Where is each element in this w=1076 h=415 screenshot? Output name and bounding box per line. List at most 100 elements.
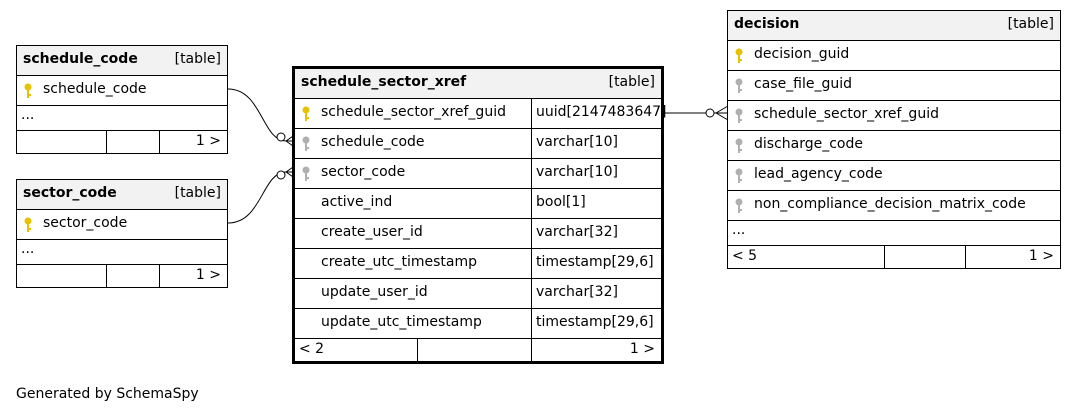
footer-divider xyxy=(159,131,160,153)
link-schedule-code xyxy=(227,88,287,142)
footer-right: 1 > xyxy=(1028,248,1054,264)
table-type-tag: [table] xyxy=(174,51,221,67)
table-footer: < 5 1 > xyxy=(728,246,1060,268)
column-type: bool[1] xyxy=(536,194,586,210)
generated-by-credit: Generated by SchemaSpy xyxy=(16,386,199,402)
column-row: lead_agency_code xyxy=(728,161,1060,191)
footer-right: 1 > xyxy=(195,133,221,149)
ellipsis: ... xyxy=(732,222,746,238)
type-divider xyxy=(531,249,532,278)
table-name: schedule_code xyxy=(23,51,138,67)
column-name: create_utc_timestamp xyxy=(321,254,478,270)
ellipsis: ... xyxy=(21,107,35,123)
column-type: varchar[10] xyxy=(536,134,618,150)
table-schedule-sector-xref[interactable]: schedule_sector_xref [table] schedule_se… xyxy=(292,66,667,364)
table-footer: < 2 1 > xyxy=(295,339,661,361)
column-type: varchar[32] xyxy=(536,224,618,240)
table-type-tag: [table] xyxy=(174,185,221,201)
table-decision[interactable]: decision [table] decision_guid case_file… xyxy=(727,10,1061,269)
table-header: decision [table] xyxy=(728,11,1060,41)
column-row: schedule_sector_xref_guid xyxy=(728,101,1060,131)
column-row: schedule_code varchar[10] xyxy=(295,129,661,159)
footer-left: < 5 xyxy=(732,248,758,264)
footer-left: < 2 xyxy=(299,341,325,357)
column-name: decision_guid xyxy=(754,46,850,62)
foreign-key-icon xyxy=(735,108,743,123)
link-decision-circle xyxy=(705,108,715,118)
column-name: case_file_guid xyxy=(754,76,853,92)
table-name: sector_code xyxy=(23,185,117,201)
footer-divider xyxy=(106,131,107,153)
column-name: sector_code xyxy=(321,164,406,180)
footer-right: 1 > xyxy=(629,341,655,357)
footer-divider xyxy=(159,265,160,287)
ellipsis-row: ... xyxy=(728,221,1060,246)
footer-divider xyxy=(884,246,885,268)
column-name: non_compliance_decision_matrix_code xyxy=(754,196,1026,212)
table-schedule-code[interactable]: schedule_code [table] schedule_code ... … xyxy=(16,45,228,154)
column-row: decision_guid xyxy=(728,41,1060,71)
foreign-key-icon xyxy=(302,136,310,151)
table-footer: 1 > xyxy=(17,131,227,153)
type-divider xyxy=(531,159,532,188)
column-name: update_utc_timestamp xyxy=(321,314,482,330)
link-decision-crowfoot xyxy=(715,105,729,121)
column-row: sector_code xyxy=(17,210,227,240)
link-sector-code xyxy=(227,171,287,224)
table-header: schedule_sector_xref [table] xyxy=(295,69,661,99)
type-divider xyxy=(531,279,532,308)
type-divider xyxy=(531,99,532,128)
foreign-key-icon xyxy=(735,198,743,213)
column-name: schedule_code xyxy=(43,81,147,97)
column-type: uuid[2147483647] xyxy=(536,104,667,120)
footer-right: 1 > xyxy=(195,267,221,283)
footer-divider xyxy=(965,246,966,268)
footer-divider xyxy=(531,339,532,361)
type-divider xyxy=(531,309,532,338)
column-name: schedule_code xyxy=(321,134,425,150)
column-row: schedule_sector_xref_guid uuid[214748364… xyxy=(295,99,667,129)
column-type: varchar[10] xyxy=(536,164,618,180)
table-type-tag: [table] xyxy=(1007,16,1054,32)
ellipsis-row: ... xyxy=(17,106,227,131)
column-name: discharge_code xyxy=(754,136,863,152)
type-divider xyxy=(531,129,532,158)
column-row: active_ind bool[1] xyxy=(295,189,661,219)
primary-key-icon xyxy=(24,217,32,232)
column-type: timestamp[29,6] xyxy=(536,314,654,330)
footer-divider xyxy=(106,265,107,287)
column-name: lead_agency_code xyxy=(754,166,883,182)
type-divider xyxy=(531,219,532,248)
column-row: schedule_code xyxy=(17,76,227,106)
column-name: active_ind xyxy=(321,194,393,210)
column-name: create_user_id xyxy=(321,224,423,240)
foreign-key-icon xyxy=(302,166,310,181)
table-footer: 1 > xyxy=(17,265,227,287)
table-name: decision xyxy=(734,16,800,32)
column-name: update_user_id xyxy=(321,284,428,300)
table-header: sector_code [table] xyxy=(17,180,227,210)
primary-key-icon xyxy=(24,83,32,98)
footer-divider xyxy=(417,339,418,361)
link-sector-code-circle xyxy=(276,170,286,180)
link-schedule-code-circle xyxy=(276,132,286,142)
foreign-key-icon xyxy=(735,168,743,183)
primary-key-icon xyxy=(735,48,743,63)
foreign-key-icon xyxy=(735,138,743,153)
column-row: update_user_id varchar[32] xyxy=(295,279,661,309)
primary-key-icon xyxy=(302,106,310,121)
table-name: schedule_sector_xref xyxy=(301,74,467,90)
column-row: case_file_guid xyxy=(728,71,1060,101)
table-type-tag: [table] xyxy=(608,74,655,90)
table-header: schedule_code [table] xyxy=(17,46,227,76)
foreign-key-icon xyxy=(735,78,743,93)
column-row: create_user_id varchar[32] xyxy=(295,219,661,249)
column-row: sector_code varchar[10] xyxy=(295,159,661,189)
column-name: sector_code xyxy=(43,215,128,231)
column-name: schedule_sector_xref_guid xyxy=(321,104,506,120)
ellipsis: ... xyxy=(21,241,35,257)
ellipsis-row: ... xyxy=(17,240,227,265)
column-name: schedule_sector_xref_guid xyxy=(754,106,939,122)
table-sector-code[interactable]: sector_code [table] sector_code ... 1 > xyxy=(16,179,228,288)
type-divider xyxy=(531,189,532,218)
